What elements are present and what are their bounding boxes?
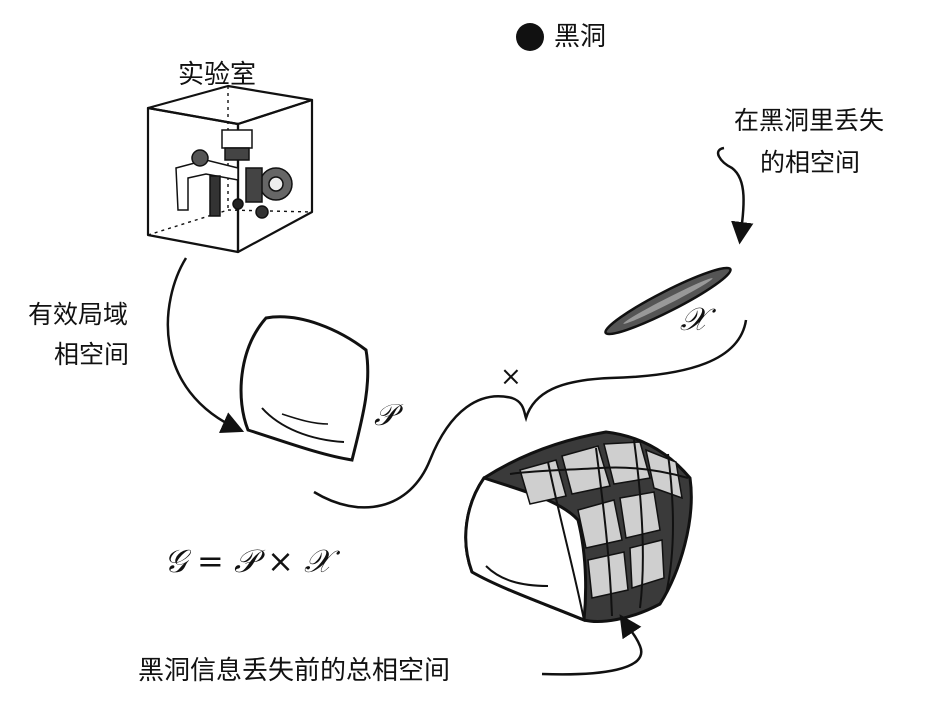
x-phase-space-ellipse [604,266,732,336]
lost-to-x-arrow [716,146,754,245]
lost-phase-space-label-line1: 在黑洞里丢失 [734,106,885,135]
phase-space-equation: 𝒢 = 𝒫 × 𝒳 [164,542,332,580]
black-hole-label: 黑洞 [554,22,607,52]
total-phase-space-blob [464,430,693,623]
product-curly-brace [313,319,748,509]
total-label-arrow [541,614,643,676]
effective-phase-space-label-line1: 有效局域 [28,300,129,329]
p-symbol: 𝒫 [374,398,396,433]
x-symbol: 𝒳 [680,300,708,338]
lab-to-p-arrow [166,257,245,433]
p-phase-space-blob [239,315,370,462]
lab-apparatus-icon [175,129,293,219]
product-times-symbol: × [500,362,522,392]
total-phase-space-label: 黑洞信息丢失前的总相空间 [138,656,451,686]
laboratory-label: 实验室 [178,60,257,90]
black-hole-dot-icon [516,23,544,51]
lost-phase-space-label-line2: 的相空间 [760,148,861,177]
effective-phase-space-label-line2: 相空间 [54,340,130,369]
